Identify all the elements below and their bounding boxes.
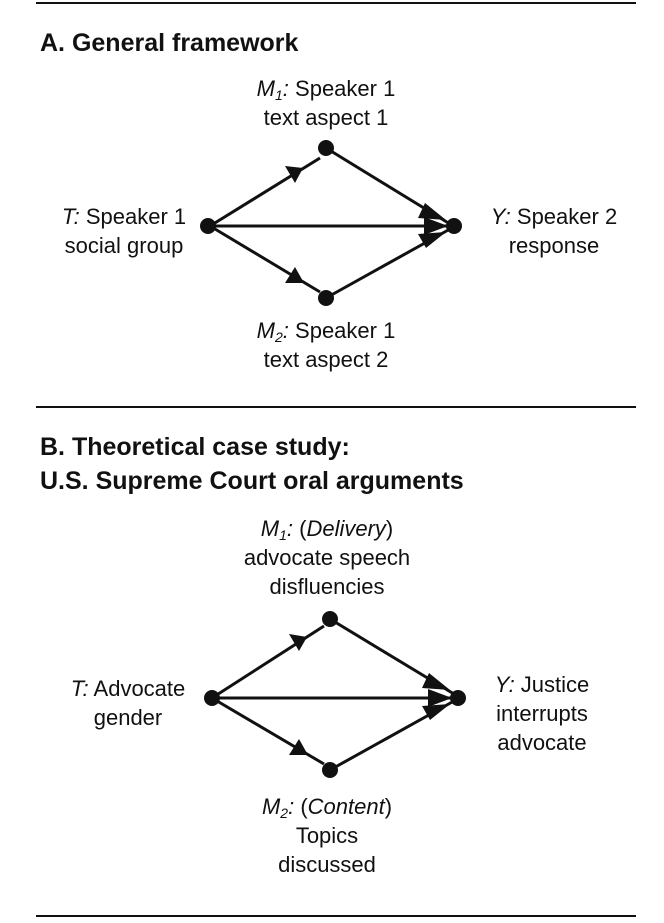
panel-a-node-t [200, 218, 216, 234]
m1-subscript: 1 [275, 87, 283, 103]
panel-a-node-y [446, 218, 462, 234]
b-m1-subscript: 1 [279, 527, 287, 543]
panel-b-arrowhead-t-y [428, 689, 452, 707]
top-rule [36, 2, 636, 4]
b-m2-symbol: M [261, 794, 281, 819]
m2-subscript: 2 [275, 329, 283, 345]
y-symbol: Y [490, 204, 505, 229]
panel-a-t-label: T: Speaker 1 social group [36, 202, 212, 260]
panel-a-arrowhead-t-y [424, 217, 448, 235]
b-m2-paren-open: ( [294, 794, 308, 819]
b-y-text: Justice [514, 672, 590, 697]
panel-b-arrowhead-m2-y [422, 704, 450, 720]
y-colon: : [504, 204, 511, 229]
b-m1-paren-open: ( [293, 516, 307, 541]
m1-line2: text aspect 1 [263, 105, 389, 130]
panel-a-m2-label: M2: Speaker 1 text aspect 2 [226, 316, 426, 374]
b-t-symbol: T [70, 676, 83, 701]
t-colon: : [73, 204, 80, 229]
b-m1-line2: advocate speech [243, 545, 411, 570]
panel-a-arrowhead-t-m1 [285, 166, 303, 183]
m1-symbol: M [256, 76, 275, 101]
panel-b-arrowhead-m1-y [422, 673, 450, 690]
panel-b-node-m1 [322, 611, 338, 627]
middle-rule [36, 406, 636, 408]
b-t-line2: gender [93, 705, 163, 730]
b-m2-subscript: 2 [280, 805, 289, 821]
panel-a-m1-label: M1: Speaker 1 text aspect 1 [226, 74, 426, 132]
b-m1-colon: : [286, 516, 293, 541]
panel-a-arrowhead-t-m2 [285, 267, 304, 283]
panel-b-edge-t-m1 [211, 624, 325, 700]
panel-b-node-y [450, 690, 466, 706]
panel-b-m1-label: M1: (Delivery) advocate speech disfluenc… [212, 514, 442, 601]
b-m2-line2: Topics [295, 823, 359, 848]
b-m2-category: Content [307, 794, 385, 819]
m2-symbol: M [256, 318, 275, 343]
panel-b-m2-label: M2: (Content) Topics discussed [222, 792, 432, 879]
m2-text: Speaker 1 [288, 318, 396, 343]
panel-b-title-line2: U.S. Supreme Court oral arguments [40, 467, 464, 495]
t-symbol: T [61, 204, 74, 229]
panel-b-y-label: Y: Justice interrupts advocate [472, 670, 612, 757]
panel-b-arrowhead-t-m1 [289, 634, 307, 651]
b-m1-category: Delivery [306, 516, 386, 541]
b-m2-paren-close: ) [384, 794, 393, 819]
panel-a-title: A. General framework [40, 29, 299, 57]
t-text: Speaker 1 [79, 204, 187, 229]
b-m1-paren-close: ) [385, 516, 394, 541]
panel-b-t-label: T: Advocate gender [40, 674, 216, 732]
b-y-symbol: Y [494, 672, 509, 697]
b-m1-line3: disfluencies [269, 574, 385, 599]
b-m1-symbol: M [260, 516, 280, 541]
b-m2-line3: discussed [278, 852, 376, 877]
panel-b-arrowhead-t-m2 [289, 739, 308, 755]
m1-text: Speaker 1 [288, 76, 396, 101]
t-line2: social group [64, 233, 184, 258]
b-y-line3: advocate [497, 730, 587, 755]
bottom-rule [36, 915, 636, 917]
panel-b-title-line1: B. Theoretical case study: [40, 433, 350, 461]
panel-b-node-t [204, 690, 220, 706]
panel-a-arrowhead-m2-y [418, 232, 446, 248]
b-m2-colon: : [288, 794, 295, 819]
b-y-colon: : [508, 672, 515, 697]
panel-a-arrowhead-m1-y [418, 203, 446, 220]
m1-colon: : [282, 76, 289, 101]
panel-a-node-m2 [318, 290, 334, 306]
panel-a-y-label: Y: Speaker 2 response [466, 202, 642, 260]
m2-line2: text aspect 2 [263, 347, 389, 372]
m2-colon: : [282, 318, 289, 343]
b-y-line2: interrupts [496, 701, 588, 726]
b-t-text: Advocate [88, 676, 186, 701]
y-line2: response [508, 233, 600, 258]
b-t-colon: : [82, 676, 89, 701]
y-text: Speaker 2 [510, 204, 618, 229]
panel-b-node-m2 [322, 762, 338, 778]
panel-a-node-m1 [318, 140, 334, 156]
